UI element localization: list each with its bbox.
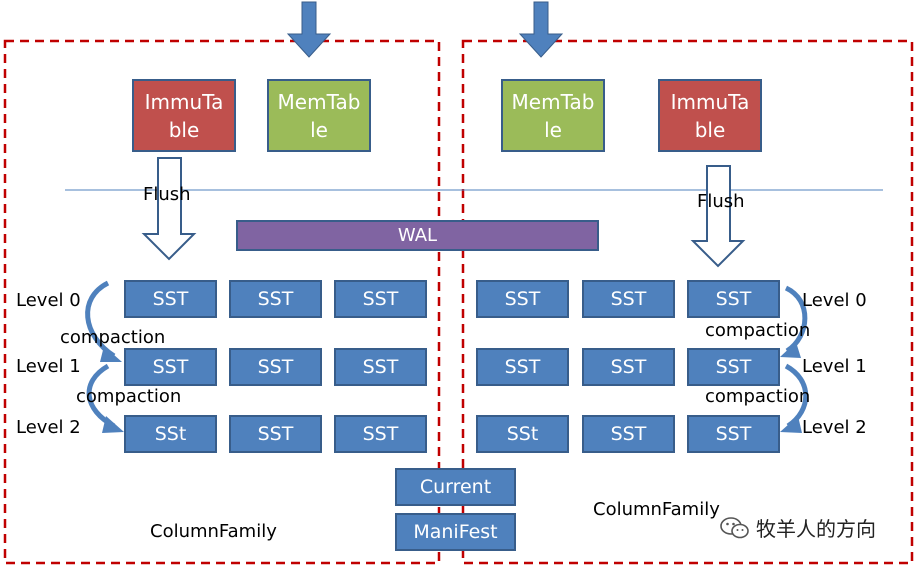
left-memtable-box: MemTab le [267, 79, 371, 152]
right-sst-1-1: SST [582, 348, 675, 386]
sst-label: SST [610, 422, 647, 445]
right-sst-0-1: SST [582, 280, 675, 318]
sst-label: SST [715, 355, 752, 378]
left-sst-2-2: SST [334, 415, 427, 453]
sst-label: SSt [154, 422, 187, 445]
right-sst-0-2: SST [687, 280, 780, 318]
right-column-family-label: ColumnFamily [593, 499, 720, 520]
left-column-family-label: ColumnFamily [150, 521, 277, 542]
watermark-text: 牧羊人的方向 [756, 517, 876, 541]
sst-label: SST [610, 355, 647, 378]
right-sst-2-0: SSt [476, 415, 569, 453]
left-compaction-label-1: compaction [60, 327, 166, 348]
left-sst-1-0: SST [124, 348, 217, 386]
wechat-icon [720, 516, 749, 538]
left-immutable-label: ImmuTa ble [144, 89, 224, 142]
sst-label: SST [257, 422, 294, 445]
right-flush-arrow-icon [690, 165, 746, 268]
left-flush-label: Flush [143, 184, 191, 205]
left-sst-0-0: SST [124, 280, 217, 318]
left-sst-2-0: SSt [124, 415, 217, 453]
left-sst-0-1: SST [229, 280, 322, 318]
right-compaction-label-1: compaction [705, 320, 811, 341]
sst-label: SST [715, 422, 752, 445]
right-level-1-label: Level 1 [802, 356, 867, 377]
left-level-2-label: Level 2 [16, 417, 81, 438]
manifest-box: ManiFest [395, 513, 516, 551]
right-compaction-arrowhead-2 [780, 416, 802, 433]
watermark: 牧羊人的方向 [720, 513, 876, 542]
right-immutable-box: ImmuTa ble [658, 79, 762, 152]
sst-label: SST [257, 287, 294, 310]
right-level-0-label: Level 0 [802, 290, 867, 311]
right-sst-2-2: SST [687, 415, 780, 453]
left-level-1-label: Level 1 [16, 356, 81, 377]
wal-box: WAL [236, 220, 599, 251]
left-sst-2-1: SST [229, 415, 322, 453]
left-sst-1-1: SST [229, 348, 322, 386]
right-column-family-frame [461, 39, 914, 565]
wal-label: WAL [397, 224, 438, 246]
left-compaction-label-2: compaction [76, 386, 182, 407]
right-sst-2-1: SST [582, 415, 675, 453]
manifest-label: ManiFest [413, 520, 498, 543]
left-column-family-frame [3, 39, 441, 565]
left-memtable-label: MemTab le [277, 89, 361, 142]
right-compaction-arrowhead-1 [780, 342, 801, 358]
left-immutable-box: ImmuTa ble [132, 79, 236, 152]
right-sst-0-0: SST [476, 280, 569, 318]
sst-label: SST [152, 287, 189, 310]
left-flush-arrow-icon [141, 157, 197, 261]
sst-label: SST [362, 287, 399, 310]
right-write-arrow-icon [518, 1, 564, 58]
left-sst-1-2: SST [334, 348, 427, 386]
sst-label: SST [362, 422, 399, 445]
sst-label: SST [152, 355, 189, 378]
current-box: Current [395, 468, 516, 506]
sst-label: SST [257, 355, 294, 378]
sst-label: SSt [506, 422, 539, 445]
left-write-arrow-icon [286, 1, 332, 58]
current-label: Current [419, 475, 492, 498]
right-memtable-box: MemTab le [501, 79, 605, 152]
right-sst-1-2: SST [687, 348, 780, 386]
sst-label: SST [504, 287, 541, 310]
sst-label: SST [715, 287, 752, 310]
left-compaction-arrowhead-2 [102, 416, 124, 433]
right-flush-label: Flush [697, 191, 745, 212]
right-sst-1-0: SST [476, 348, 569, 386]
sst-label: SST [362, 355, 399, 378]
right-level-2-label: Level 2 [802, 417, 867, 438]
left-compaction-arrowhead-1 [100, 346, 122, 362]
left-level-0-label: Level 0 [16, 290, 81, 311]
sst-label: SST [504, 355, 541, 378]
right-immutable-label: ImmuTa ble [670, 89, 750, 142]
right-compaction-label-2: compaction [705, 386, 811, 407]
right-memtable-label: MemTab le [511, 89, 595, 142]
left-sst-0-2: SST [334, 280, 427, 318]
sst-label: SST [610, 287, 647, 310]
